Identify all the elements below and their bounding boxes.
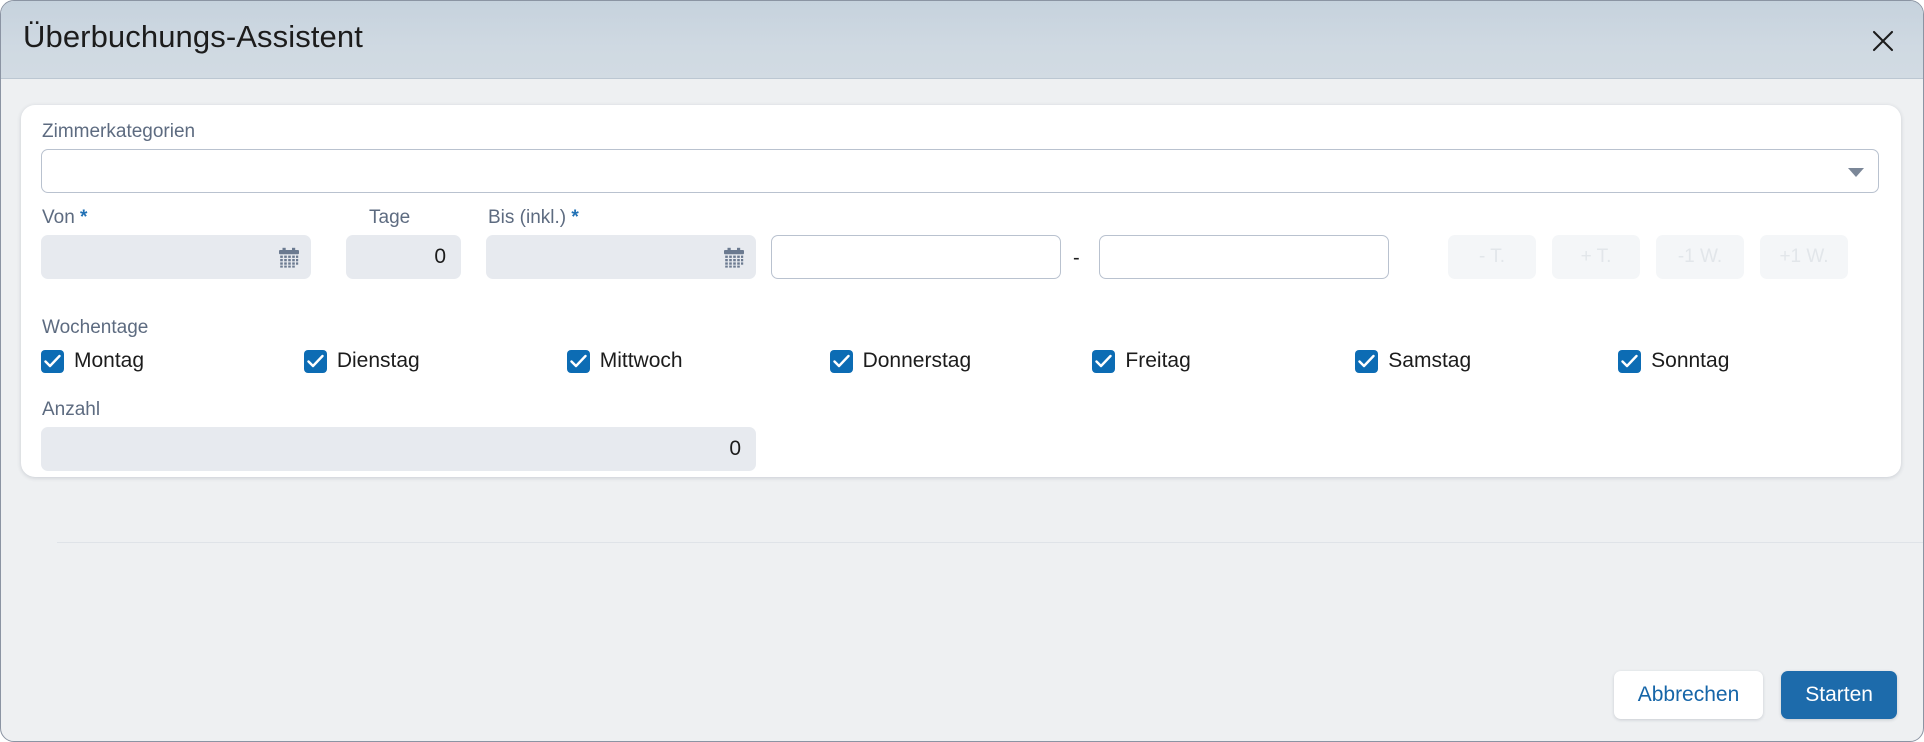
from-date-label-text: Von: [42, 207, 75, 228]
form-card: Zimmerkategorien Von * Tage Bis (inkl.) …: [21, 105, 1901, 477]
amount-value: 0: [729, 437, 741, 460]
weekday-thursday[interactable]: Donnerstag: [829, 349, 1093, 373]
weekdays-label: Wochentage: [42, 317, 149, 338]
weekday-saturday[interactable]: Samstag: [1355, 349, 1618, 373]
from-date-label: Von *: [42, 207, 87, 229]
weekday-wednesday[interactable]: Mittwoch: [566, 349, 830, 373]
plus-week-button[interactable]: +1 W.: [1760, 235, 1848, 279]
range-to-input[interactable]: [1099, 235, 1389, 279]
checkbox-checked-icon[interactable]: [566, 349, 590, 373]
weekday-label: Samstag: [1388, 349, 1472, 372]
dialog-header: Überbuchungs-Assistent: [1, 1, 1923, 79]
plus-day-button[interactable]: + T.: [1552, 235, 1640, 279]
weekday-sunday[interactable]: Sonntag: [1618, 349, 1881, 373]
weekday-label: Mittwoch: [599, 349, 683, 372]
weekday-label: Dienstag: [336, 349, 420, 372]
checkbox-checked-icon[interactable]: [1092, 349, 1116, 373]
amount-input[interactable]: 0: [41, 427, 756, 471]
close-icon[interactable]: [1865, 23, 1901, 59]
checkbox-checked-icon[interactable]: [1618, 349, 1642, 373]
weekday-friday[interactable]: Freitag: [1092, 349, 1355, 373]
checkbox-checked-icon[interactable]: [41, 349, 64, 373]
from-date-required-marker: *: [80, 207, 88, 228]
range-from-input[interactable]: [771, 235, 1061, 279]
dialog-body: Zimmerkategorien Von * Tage Bis (inkl.) …: [1, 79, 1923, 741]
room-categories-select[interactable]: [41, 149, 1879, 193]
calendar-icon[interactable]: [278, 247, 300, 275]
checkbox-checked-icon[interactable]: [1355, 349, 1379, 373]
from-date-input[interactable]: [41, 235, 311, 279]
range-separator: -: [1073, 247, 1080, 269]
dialog-footer: Abbrechen Starten: [1613, 671, 1897, 719]
cancel-button[interactable]: Abbrechen: [1613, 671, 1764, 719]
weekday-label: Sonntag: [1651, 349, 1730, 372]
amount-label: Anzahl: [42, 399, 101, 420]
weekday-label: Freitag: [1125, 349, 1191, 372]
weekday-label: Donnerstag: [862, 349, 972, 372]
to-date-label: Bis (inkl.) *: [488, 207, 579, 229]
footer-divider: [57, 542, 1923, 543]
weekday-tuesday[interactable]: Dienstag: [303, 349, 567, 373]
days-label: Tage: [369, 207, 411, 228]
to-date-input[interactable]: [486, 235, 756, 279]
checkbox-checked-icon[interactable]: [829, 349, 853, 373]
checkbox-checked-icon[interactable]: [303, 349, 327, 373]
to-date-required-marker: *: [571, 207, 579, 228]
minus-day-button[interactable]: - T.: [1448, 235, 1536, 279]
minus-week-button[interactable]: -1 W.: [1656, 235, 1744, 279]
start-button[interactable]: Starten: [1781, 671, 1897, 719]
weekdays-group: Montag Dienstag Mittwoch: [41, 349, 1881, 373]
room-categories-label: Zimmerkategorien: [42, 121, 196, 142]
dialog-title: Überbuchungs-Assistent: [23, 19, 363, 54]
calendar-icon[interactable]: [723, 247, 745, 275]
chevron-down-icon: [1848, 168, 1864, 177]
to-date-label-text: Bis (inkl.): [488, 207, 567, 228]
weekday-monday[interactable]: Montag: [41, 349, 304, 373]
weekday-label: Montag: [74, 349, 145, 372]
days-count-input[interactable]: 0: [346, 235, 461, 279]
days-count-value: 0: [434, 245, 446, 268]
